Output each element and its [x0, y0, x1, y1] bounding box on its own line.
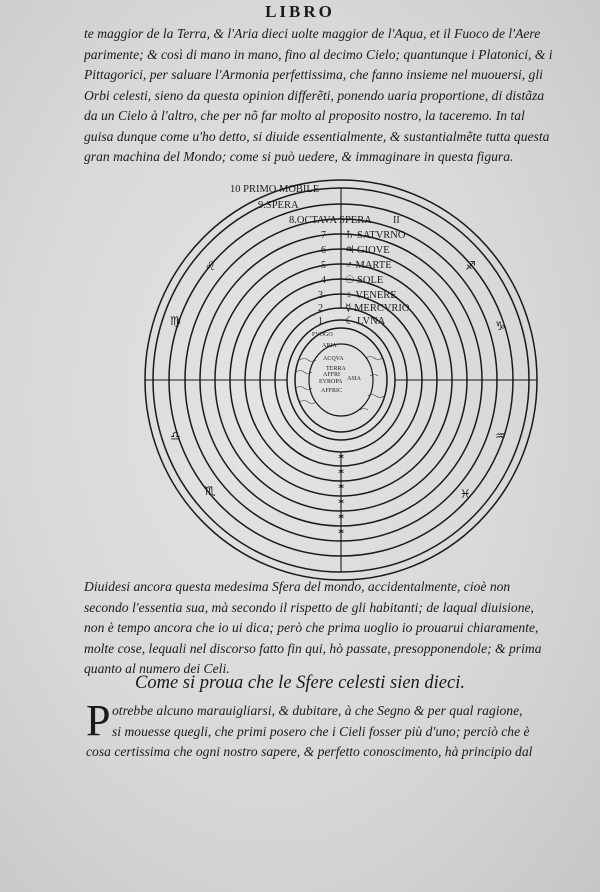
text-line: non è tempo ancora che io ui dica; però …: [84, 620, 539, 635]
sphere-7-number: 7: [321, 230, 326, 241]
svg-text:✶: ✶: [337, 512, 345, 523]
capricorn-icon: ♑: [495, 319, 506, 333]
sphere-6-number: 6: [321, 245, 326, 256]
sphere-2-label: ☿ MERCVRIO: [345, 303, 410, 314]
sphere-2-number: 2: [318, 303, 323, 314]
text-line: molte cose, lequali nel discorso fatto f…: [84, 640, 542, 656]
sphere-3-number: 3: [318, 290, 323, 301]
sphere-10-label: 10 PRIMO MOBILE: [230, 184, 319, 195]
earth-label: TERRA: [326, 366, 346, 372]
sphere-8-mark: II: [393, 215, 400, 226]
text-line: Pittagorici, per saluare l'Armonia perfe…: [84, 67, 543, 82]
star-marks: ✶ ✶ ✶ ✶ ✶ ✶: [337, 452, 345, 538]
drop-cap: P: [86, 696, 111, 745]
africa-label: AFFRIC: [321, 388, 342, 394]
sphere-5-number: 5: [321, 260, 326, 271]
text-line: da un Cielo à l'altro, che per nõ far mo…: [84, 108, 525, 123]
svg-text:✶: ✶: [337, 527, 345, 538]
sagittarius-icon: ♐: [465, 259, 476, 273]
text-line: Diuidesi ancora questa medesima Sfera de…: [84, 579, 511, 594]
sphere-4-number: 4: [321, 275, 326, 286]
ring-air: [294, 327, 388, 433]
leo-icon: ♌: [205, 259, 216, 273]
dividing-lines: [145, 188, 537, 572]
asia-label: ASIA: [347, 376, 362, 382]
text-line: Orbi celesti, sieno da questa opinion di…: [84, 87, 545, 103]
middle-paragraph: Diuidesi ancora questa medesima Sfera de…: [84, 577, 554, 680]
earth-globe: [308, 343, 374, 417]
sphere-4-label: ☉ SOLE: [345, 274, 383, 286]
sphere-1-label: ☾ LVNA: [345, 315, 386, 327]
section-heading: Come si proua che le Sfere celesti sien …: [135, 673, 465, 693]
air-label: ARIA: [322, 343, 337, 349]
text-line: parimente; & così di mano in mano, fino …: [84, 46, 553, 62]
text-line: gran machina del Mondo; come si può uede…: [84, 149, 514, 164]
text-line: quanto al numero dei Celi.: [84, 661, 230, 676]
text-line: cosa certissima che ogni nostro sapere, …: [86, 744, 533, 759]
text-line: secondo l'essentia sua, mà secondo il ri…: [84, 599, 534, 615]
text-line: si mouesse quegli, che primi posero che …: [112, 723, 530, 739]
svg-text:✶: ✶: [337, 467, 345, 478]
sphere-9-label: 9.SPERA: [258, 200, 299, 211]
text-line: te maggior de la Terra, & l'Aria dieci u…: [84, 26, 541, 41]
bottom-paragraph: otrebbe alcuno marauigliarsi, & dubitare…: [86, 701, 556, 763]
water-label: ACQVA: [323, 356, 344, 362]
sphere-3-label: ♀ VENERE: [345, 290, 397, 301]
libra-icon: ♎: [170, 429, 181, 443]
africa-short-label: AFFRI: [323, 372, 340, 378]
sphere-8-label: 8.OCTAVA SPERA: [289, 215, 372, 226]
scorpio-icon: ♏: [205, 484, 216, 498]
svg-text:✶: ✶: [337, 497, 345, 508]
sphere-1-number: 1: [318, 316, 323, 327]
text-line: guisa dunque come u'ho detto, si diuide …: [84, 128, 550, 144]
sphere-6-label: ♃ GIOVE: [345, 245, 390, 256]
text-line: otrebbe alcuno marauigliarsi, & dubitare…: [112, 703, 523, 718]
sphere-5-label: ♂ MARTE: [345, 260, 392, 271]
svg-text:✶: ✶: [337, 482, 345, 493]
svg-text:✶: ✶: [337, 452, 345, 463]
europa-label: EVROPA: [319, 379, 343, 385]
fire-label: FVOGO: [312, 332, 333, 338]
virgo-icon: ♍: [170, 314, 181, 328]
running-head: LIBRO: [265, 2, 335, 21]
pisces-icon: ♓: [460, 487, 471, 501]
zodiac-signs: ♌ ♍ ♎ ♏ ♐ ♑ ♒ ♓: [170, 259, 506, 501]
aquarius-icon: ♒: [495, 429, 506, 443]
sphere-7-label: ♄ SATVRNO: [345, 230, 406, 241]
water-waves: [295, 356, 385, 411]
top-paragraph: te maggior de la Terra, & l'Aria dieci u…: [84, 24, 554, 168]
